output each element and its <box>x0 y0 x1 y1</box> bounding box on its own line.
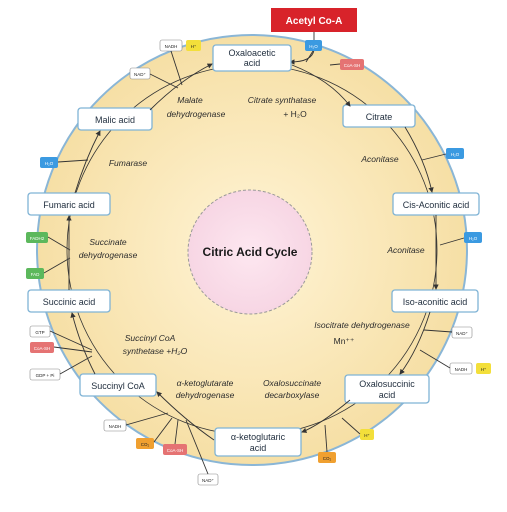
node-fumaric: Fumaric acid <box>27 192 111 216</box>
enzyme-oxalosuccinate-1: Oxalosuccinate <box>263 378 321 388</box>
chip-nadh-right: NADH <box>449 362 473 375</box>
node-oxaloacetic: Oxaloacetic acid <box>212 44 292 72</box>
chip-co2-bottom2: CO₂ <box>136 438 154 449</box>
svg-text:Succinic acid: Succinic acid <box>43 297 96 307</box>
chip-h2o-left: H₂O <box>40 157 58 168</box>
svg-text:NAD⁺: NAD⁺ <box>134 72 147 77</box>
chip-h2o-right2: H₂O <box>464 232 482 243</box>
chip-co2-bottom: CO₂ <box>318 452 336 463</box>
svg-text:acid: acid <box>244 58 261 68</box>
enzyme-isocitrate: Isocitrate dehydrogenase <box>314 320 410 330</box>
svg-text:NADH: NADH <box>165 44 178 49</box>
svg-text:NAD⁺: NAD⁺ <box>202 478 215 483</box>
svg-text:α-ketoglutaric: α-ketoglutaric <box>231 432 286 442</box>
chip-h-right: H⁺ <box>476 363 491 374</box>
svg-text:CoA-SH: CoA-SH <box>167 448 184 453</box>
node-oxaloacetic-line2: acid <box>244 58 261 68</box>
svg-text:Citrate: Citrate <box>366 112 393 122</box>
svg-text:H⁺: H⁺ <box>191 44 197 49</box>
center-title: Citric Acid Cycle <box>203 245 298 259</box>
enzyme-ketoglutarate-2: dehydrogenase <box>176 390 235 400</box>
chip-nad-right: NAD⁺ <box>451 326 473 339</box>
svg-text:Iso-aconitic acid: Iso-aconitic acid <box>403 297 468 307</box>
enzyme-aconitase-1: Aconitase <box>360 154 399 164</box>
svg-text:GDP + Pi: GDP + Pi <box>36 373 55 378</box>
enzyme-isocitrate-mn: Mn⁺⁺ <box>334 336 355 346</box>
chip-coash-bottom: CoA-SH <box>163 444 187 455</box>
svg-text:H₂O: H₂O <box>469 236 478 241</box>
node-oxalosuccinic: Oxalosuccinic acid <box>344 374 430 404</box>
enzyme-aconitase-2: Aconitase <box>386 245 425 255</box>
enzyme-fumarase: Fumarase <box>109 158 148 168</box>
start-label: Acetyl Co-A <box>286 16 343 27</box>
chip-gtp: GTP <box>29 325 51 338</box>
chip-h-top: H⁺ <box>186 40 201 51</box>
enzyme-malate-1: Malate <box>177 95 203 105</box>
svg-text:Oxaloacetic: Oxaloacetic <box>228 48 276 58</box>
chip-nadh-top: NADH <box>159 39 183 52</box>
svg-text:CO₂: CO₂ <box>141 442 150 447</box>
chip-h2o-top: H₂O <box>305 40 322 51</box>
chip-coash-left: CoA-SH <box>30 342 54 353</box>
svg-text:CoA-SH: CoA-SH <box>34 346 51 351</box>
node-ketoglutaric: α-ketoglutaric acid <box>214 427 302 457</box>
enzyme-oxalosuccinate-2: decarboxylase <box>265 390 320 400</box>
enzyme-ketoglutarate-1: α-ketoglutarate <box>177 378 234 388</box>
node-succinyl-coa: Succinyl CoA <box>79 373 157 397</box>
node-oxaloacetic-line1: Oxaloacetic <box>228 48 276 58</box>
chip-nad-top: NAD⁺ <box>129 67 151 80</box>
node-iso-aconitic: Iso-aconitic acid <box>391 289 479 313</box>
chip-nad-bottom: NAD⁺ <box>197 473 219 486</box>
enzyme-citrate-h2o: + H₂O <box>283 109 307 119</box>
chip-h-bottom: H⁺ <box>360 429 374 440</box>
svg-text:Cis-Aconitic acid: Cis-Aconitic acid <box>403 200 470 210</box>
node-malic: Malic acid <box>77 107 153 131</box>
svg-text:Succinyl CoA: Succinyl CoA <box>91 381 145 391</box>
svg-text:NAD⁺: NAD⁺ <box>456 331 469 336</box>
svg-text:acid: acid <box>379 390 396 400</box>
enzyme-citrate-synthatase: Citrate synthatase <box>248 95 317 105</box>
center-circle <box>187 189 313 315</box>
enzyme-succinate-2: dehydrogenase <box>79 250 138 260</box>
enzyme-succinyl-1: Succinyl CoA <box>125 333 176 343</box>
enzyme-malate-2: dehydrogenase <box>167 109 226 119</box>
chip-coash-top: CoA-SH <box>340 59 364 70</box>
node-succinic: Succinic acid <box>27 289 111 313</box>
chip-nadh-bottom: NADH <box>103 419 127 432</box>
svg-text:GTP: GTP <box>35 330 44 335</box>
svg-text:FADH2: FADH2 <box>30 236 45 241</box>
svg-text:H₂O: H₂O <box>451 152 460 157</box>
svg-text:acid: acid <box>250 443 267 453</box>
enzyme-succinyl-2: synthetase +H₂O <box>123 346 188 356</box>
svg-text:CO₂: CO₂ <box>323 456 332 461</box>
svg-text:NADH: NADH <box>109 424 122 429</box>
svg-text:CoA-SH: CoA-SH <box>344 63 361 68</box>
svg-text:FAD: FAD <box>31 272 41 277</box>
svg-text:H⁺: H⁺ <box>364 433 370 438</box>
svg-text:H₂O: H₂O <box>45 161 54 166</box>
enzyme-succinate-1: Succinate <box>89 237 127 247</box>
chip-h2o-right1: H₂O <box>446 148 464 159</box>
svg-text:Malic acid: Malic acid <box>95 115 135 125</box>
svg-text:H₂O: H₂O <box>309 44 318 49</box>
chip-fad: FAD <box>26 268 44 279</box>
node-citrate: Citrate <box>342 104 416 128</box>
chip-fadh2: FADH2 <box>26 232 48 243</box>
svg-text:NADH: NADH <box>455 367 468 372</box>
start-box <box>271 8 357 32</box>
chip-gdp: GDP + Pi <box>29 368 61 381</box>
svg-text:H⁺: H⁺ <box>481 367 487 372</box>
svg-text:Oxalosuccinic: Oxalosuccinic <box>359 379 415 389</box>
svg-text:Fumaric acid: Fumaric acid <box>43 200 95 210</box>
node-cis-aconitic: Cis-Aconitic acid <box>392 192 480 216</box>
